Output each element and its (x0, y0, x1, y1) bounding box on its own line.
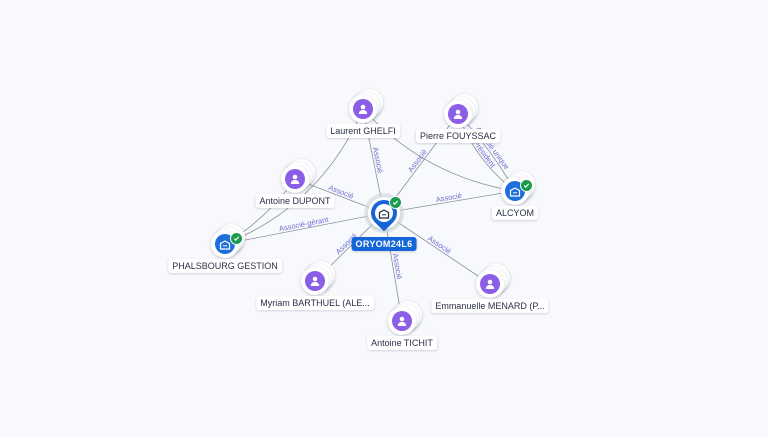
edge-label: Associé (391, 253, 404, 280)
edge-label: Associé (406, 148, 429, 174)
person-icon (392, 311, 412, 331)
edge-label: Associé (426, 234, 453, 256)
edge-label: Associé (435, 191, 462, 204)
node-label: Laurent GHELFI (326, 124, 400, 138)
building-icon (375, 204, 393, 222)
verified-check-icon (520, 179, 533, 192)
node-label: Pierre FOUYSSAC (415, 129, 501, 143)
verified-check-icon (389, 196, 402, 209)
node-label: Emmanuelle MENARD (P... (431, 299, 549, 313)
node-label: PHALSBOURG GESTION (168, 259, 282, 273)
node-label: Antoine DUPONT (255, 194, 335, 208)
node-label: Antoine TICHIT (367, 336, 437, 350)
node-label: ALCYOM (491, 206, 539, 220)
node-label: Myriam BARTHUEL (ALE... (256, 296, 374, 310)
person-icon (448, 104, 468, 124)
person-icon (480, 274, 500, 294)
edge-label: Associé-gérant (278, 215, 330, 234)
person-icon (353, 99, 373, 119)
person-icon (285, 169, 305, 189)
person-icon (305, 271, 325, 291)
verified-check-icon (230, 232, 243, 245)
center-label: ORYOM24L6 (351, 237, 417, 251)
